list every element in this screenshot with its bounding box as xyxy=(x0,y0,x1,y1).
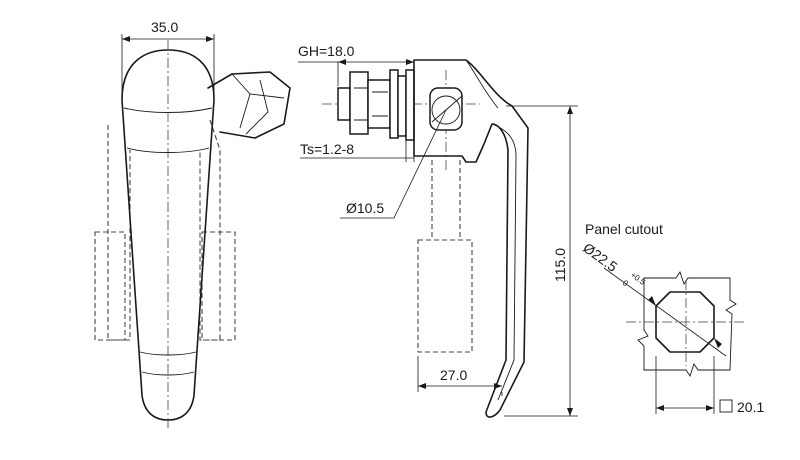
dim-cutout-square: 20.1 xyxy=(737,399,764,415)
side-nut-detail xyxy=(354,87,388,121)
arrow xyxy=(567,106,573,114)
arrow xyxy=(648,296,656,306)
side-housing-inner xyxy=(465,59,517,401)
dim-tolerance-lower: 0 xyxy=(621,278,630,288)
arrow xyxy=(122,36,130,42)
front-dashed-block-right xyxy=(201,231,236,341)
square-symbol-icon xyxy=(719,399,733,413)
arrow xyxy=(494,383,502,389)
dim-length-lines xyxy=(504,105,578,417)
front-view-handle: 35.0 xyxy=(94,19,291,430)
arrow xyxy=(714,338,722,348)
side-shaft-hole xyxy=(431,95,461,125)
cutout-shape xyxy=(655,291,715,353)
dim-handle-width: 35.0 xyxy=(151,19,178,35)
front-cam-part xyxy=(207,71,291,139)
side-nut-tip xyxy=(337,87,351,121)
arrow xyxy=(567,408,573,416)
arrow xyxy=(206,36,214,42)
dim-shaft-leader xyxy=(340,109,447,219)
side-washer-2 xyxy=(397,75,407,137)
dim-thickness: Ts=1.2-8 xyxy=(300,141,354,157)
dim-grip-height: GH=18.0 xyxy=(298,43,355,59)
dim-gh-lines xyxy=(298,61,415,86)
dim-ts-lines xyxy=(300,140,415,162)
side-dashed-block xyxy=(417,239,473,353)
front-dashed-block-left xyxy=(94,231,126,341)
panel-cutout-title: Panel cutout xyxy=(585,221,663,237)
side-washer-3 xyxy=(405,69,415,141)
side-washer-1 xyxy=(389,69,399,139)
side-view-handle: GH=18.0 Ts=1.2-8 Ø10.5 115.0 27.0 xyxy=(298,43,578,418)
panel-cutout-view: Panel cutout Ø22.5 +0.5 0 20.1 xyxy=(580,221,764,415)
panel-outline xyxy=(637,270,737,378)
arrow xyxy=(706,405,714,411)
arrow xyxy=(406,59,414,65)
dim-square-lines xyxy=(655,356,715,414)
cutout-diameter-leader xyxy=(603,267,727,357)
side-nut-b xyxy=(367,79,391,129)
arrow xyxy=(418,383,426,389)
side-nut-a xyxy=(349,71,369,135)
dim-total-length: 115.0 xyxy=(552,248,568,282)
front-handle-body xyxy=(121,49,215,421)
dim-tolerance-upper: +0.5 xyxy=(629,270,648,287)
dim-shaft-diameter: Ø10.5 xyxy=(346,200,384,216)
side-dashed-link xyxy=(431,160,461,240)
arrow xyxy=(338,59,346,65)
front-cam-detail xyxy=(231,73,285,135)
side-shaft-cross xyxy=(431,95,463,123)
dim-cutout-diameter: Ø22.5 xyxy=(580,239,620,274)
dim-reach: 27.0 xyxy=(440,367,467,383)
front-width-extension xyxy=(121,34,215,96)
arrow xyxy=(656,405,664,411)
